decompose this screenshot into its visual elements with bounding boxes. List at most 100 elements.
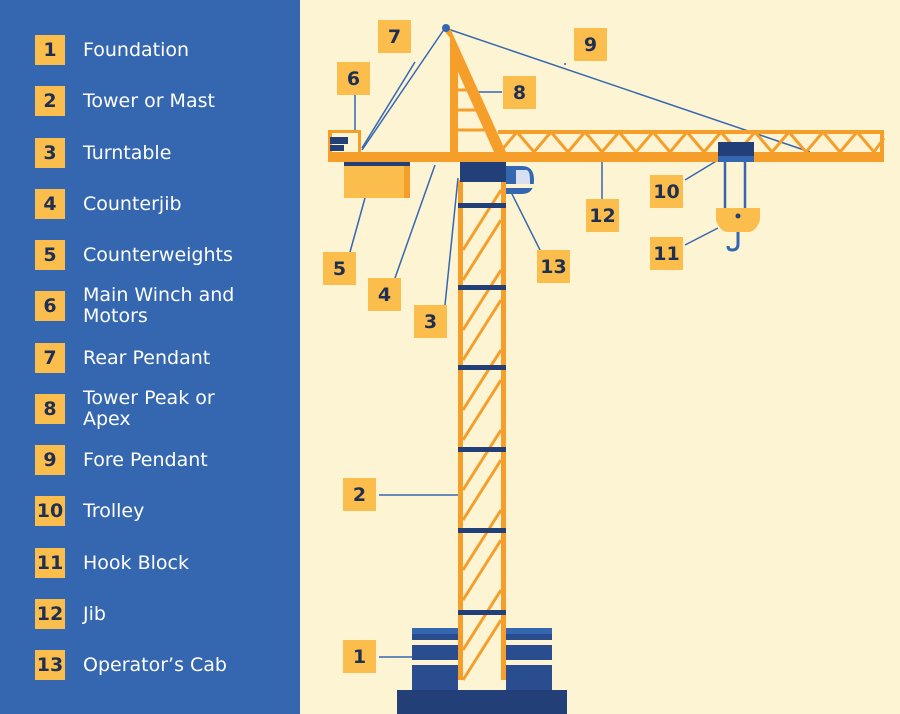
callout-9: 9 bbox=[574, 28, 607, 61]
legend-panel: 1 Foundation 2 Tower or Mast 3 Turntable… bbox=[0, 0, 300, 714]
mast-brace bbox=[461, 269, 503, 331]
counterjib-rail bbox=[328, 130, 360, 133]
leader-line-10 bbox=[684, 159, 719, 181]
legend-label: Counterweights bbox=[83, 243, 233, 266]
legend-label: Counterjib bbox=[83, 192, 182, 215]
mast-band bbox=[458, 610, 506, 615]
hook-block-pin bbox=[735, 213, 741, 219]
mast-brace bbox=[461, 429, 503, 491]
legend-label: Hook Block bbox=[83, 551, 189, 574]
mast-right-chord bbox=[501, 180, 506, 680]
legend-item-fore-pendant: 9 Fore Pendant bbox=[35, 445, 263, 475]
winch-motor bbox=[330, 145, 344, 151]
leader-line-5 bbox=[349, 197, 366, 253]
hook-block bbox=[716, 208, 760, 252]
legend-item-counterweights: 5 Counterweights bbox=[35, 240, 263, 270]
mast-brace bbox=[461, 619, 503, 681]
legend-badge: 1 bbox=[35, 35, 65, 65]
legend-badge: 12 bbox=[35, 599, 65, 629]
callout-5: 5 bbox=[323, 252, 356, 285]
legend-item-tower-peak: 8 Tower Peak or Apex bbox=[35, 388, 263, 430]
legend-badge: 5 bbox=[35, 240, 65, 270]
legend-badge: 8 bbox=[35, 394, 65, 424]
apex-pin bbox=[442, 24, 450, 32]
hook-icon bbox=[726, 232, 740, 252]
legend-badge: 13 bbox=[35, 650, 65, 680]
trolley bbox=[718, 142, 754, 162]
callout-13: 13 bbox=[537, 250, 570, 283]
callout-8: 8 bbox=[503, 76, 536, 109]
mast-brace bbox=[461, 459, 503, 521]
legend-item-trolley: 10 Trolley bbox=[35, 496, 263, 526]
legend-item-foundation: 1 Foundation bbox=[35, 35, 263, 65]
legend-badge: 7 bbox=[35, 343, 65, 373]
callout-6: 6 bbox=[337, 62, 370, 95]
mast-band bbox=[458, 203, 506, 208]
callout-10: 10 bbox=[650, 175, 683, 208]
mast-brace bbox=[461, 589, 503, 651]
legend-item-jib: 12 Jib bbox=[35, 599, 263, 629]
mast-brace bbox=[461, 219, 503, 281]
legend-badge: 3 bbox=[35, 138, 65, 168]
legend-label: Rear Pendant bbox=[83, 346, 211, 369]
callout-3: 3 bbox=[414, 305, 447, 338]
crane-illustration bbox=[328, 24, 886, 714]
mast-band bbox=[458, 365, 506, 370]
leader-line-11 bbox=[684, 227, 719, 246]
leader-line-4 bbox=[394, 164, 436, 279]
mast-brace bbox=[461, 379, 503, 441]
jib-lattice bbox=[498, 129, 886, 160]
legend-item-hook-block: 11 Hook Block bbox=[35, 548, 263, 578]
legend-item-counterjib: 4 Counterjib bbox=[35, 189, 263, 219]
counterweight-edge bbox=[404, 162, 410, 198]
legend-item-turntable: 3 Turntable bbox=[35, 138, 263, 168]
callout-11: 11 bbox=[650, 237, 683, 270]
mast-lacing bbox=[461, 189, 503, 681]
legend-label: Jib bbox=[83, 602, 106, 625]
counterweight-block bbox=[344, 162, 410, 198]
main-winch bbox=[330, 137, 348, 144]
turntable bbox=[460, 162, 506, 182]
mast-section-bands bbox=[458, 203, 506, 615]
legend-badge: 9 bbox=[35, 445, 65, 475]
apex-rungs bbox=[458, 88, 494, 132]
legend-label: Fore Pendant bbox=[83, 448, 208, 471]
trolley-wheels bbox=[718, 156, 754, 162]
tower-peak bbox=[442, 24, 506, 152]
legend-item-rear-pendant: 7 Rear Pendant bbox=[35, 343, 263, 373]
counterweight-top bbox=[344, 162, 410, 166]
jib-web bbox=[498, 129, 886, 155]
cab-stripe bbox=[506, 184, 534, 188]
callout-1: 1 bbox=[343, 640, 376, 673]
operators-cab bbox=[506, 166, 534, 194]
apex-strut bbox=[450, 40, 458, 152]
mast-brace bbox=[461, 509, 503, 571]
leader-line-7 bbox=[361, 61, 416, 149]
mast-band bbox=[458, 285, 506, 290]
cab-window bbox=[516, 170, 530, 184]
hoist-cables bbox=[723, 162, 747, 210]
leader-lines bbox=[349, 61, 719, 658]
mast-brace bbox=[461, 299, 503, 361]
legend-badge: 10 bbox=[35, 496, 65, 526]
rear-pendant-cable bbox=[361, 27, 446, 151]
legend-label: Turntable bbox=[83, 141, 172, 164]
legend-label: Main Winch and Motors bbox=[83, 284, 235, 327]
callout-2: 2 bbox=[343, 478, 376, 511]
leader-line-13 bbox=[509, 189, 541, 251]
hook-block-body bbox=[716, 208, 760, 232]
legend-label: Trolley bbox=[83, 499, 145, 522]
legend-label: Tower Peak or Apex bbox=[83, 387, 215, 430]
mast-brace bbox=[461, 349, 503, 411]
crane-diagram: 1 2 3 4 5 6 7 8 9 10 11 12 13 bbox=[300, 0, 900, 714]
leader-line-3 bbox=[444, 177, 459, 306]
legend-item-main-winch: 6 Main Winch and Motors bbox=[35, 285, 263, 327]
callout-4: 4 bbox=[368, 278, 401, 311]
mast-brace bbox=[461, 189, 503, 251]
mast-band bbox=[458, 447, 506, 452]
counterjib bbox=[328, 130, 361, 152]
callout-7: 7 bbox=[378, 20, 411, 53]
mast-band bbox=[458, 528, 506, 533]
jib-top-chord bbox=[498, 130, 884, 134]
legend-badge: 4 bbox=[35, 189, 65, 219]
